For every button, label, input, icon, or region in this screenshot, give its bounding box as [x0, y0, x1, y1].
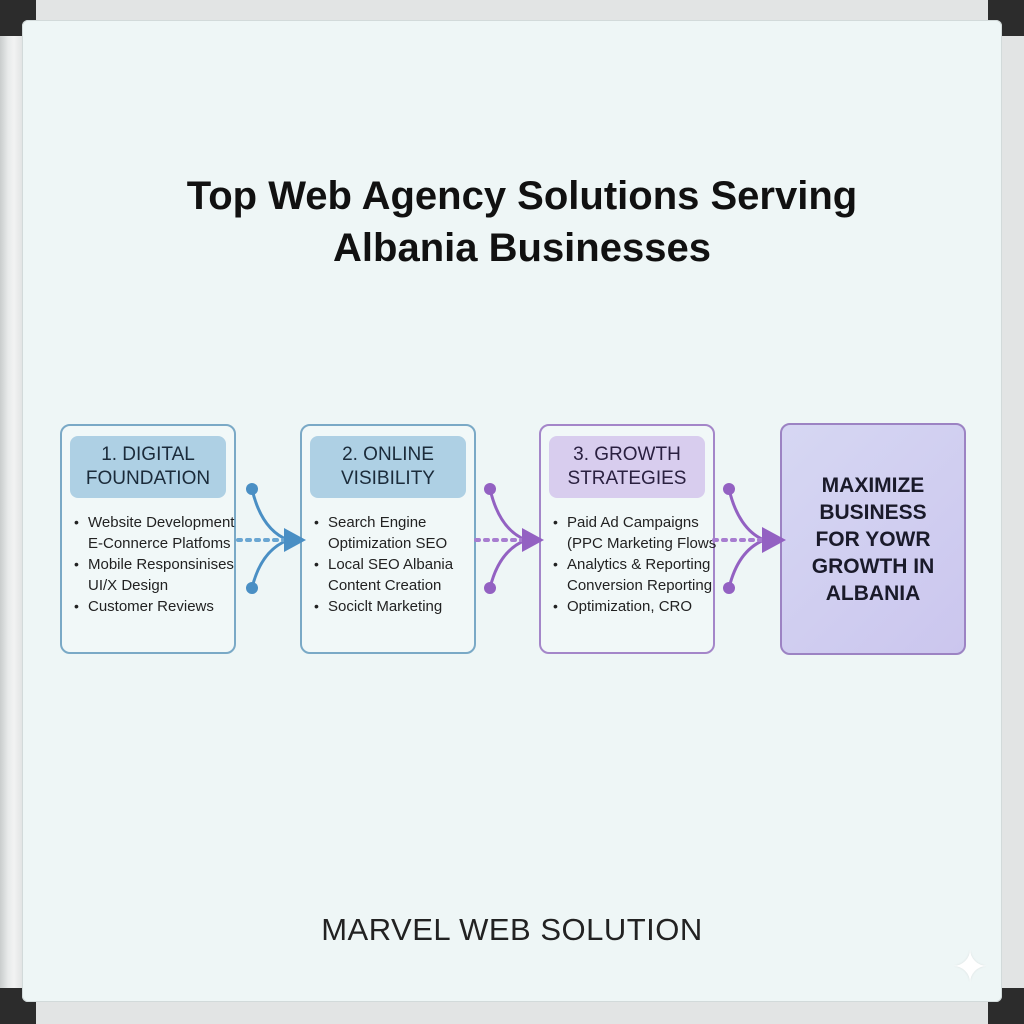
step-item: Search Engine [312, 512, 453, 533]
title-line-2: Albania Businesses [333, 226, 711, 270]
outcome-line: BUSINESS [819, 500, 927, 524]
step-item: Mobile Responsinises [72, 554, 234, 575]
step-item-list: Search Engine Optimization SEO Local SEO… [312, 512, 453, 617]
step-item: Content Creation [328, 577, 442, 594]
step-item: Sociclt Marketing [312, 596, 453, 617]
step-item-list: Website Development E-Connerce Platfoms … [72, 512, 234, 617]
step-card-growth-strategies: 3. GROWTH STRATEGIES Paid Ad Campaigns (… [539, 424, 716, 654]
step-item: Optimization, CRO [551, 596, 716, 617]
step-item: Website Development [72, 512, 234, 533]
step-heading: 2. ONLINE VISIBILITY [310, 436, 466, 498]
outcome-line: ALBANIA [825, 581, 921, 605]
step-item: UI/X Design [88, 577, 169, 594]
step-item: E-Connerce Platfoms [88, 535, 231, 552]
title-line-1: Top Web Agency Solutions Serving [186, 174, 858, 218]
outcome-line: MAXIMIZE [821, 473, 925, 497]
step-card-digital-foundation: 1. DIGITAL FOUNDATION Website Developmen… [60, 424, 236, 654]
outcome-line: FOR YOWR [815, 527, 931, 551]
step-item: Optimization SEO [328, 535, 448, 552]
step-heading-line: 3. GROWTH [573, 444, 681, 465]
step-heading: 1. DIGITAL FOUNDATION [70, 436, 226, 498]
step-card-online-visibility: 2. ONLINE VISIBILITY Search Engine Optim… [300, 424, 476, 654]
step-item: Conversion Reporting [567, 577, 713, 594]
footer-brand: MARVEL WEB SOLUTION [321, 912, 703, 947]
step-heading-line: 1. DIGITAL [101, 444, 195, 465]
outcome-line: GROWTH IN [811, 554, 935, 578]
step-heading-line: 2. ONLINE [342, 444, 434, 465]
step-item: Analytics & Reporting [551, 554, 716, 575]
outcome-box: MAXIMIZE BUSINESS FOR YOWR GROWTH IN ALB… [780, 423, 966, 655]
step-heading-line: STRATEGIES [567, 468, 687, 489]
step-item: Customer Reviews [72, 596, 234, 617]
sparkle-icon: ✦ [951, 943, 989, 992]
step-heading-line: VISIBILITY [341, 468, 435, 489]
step-item: (PPC Marketing Flows [567, 535, 717, 552]
step-item-list: Paid Ad Campaigns (PPC Marketing Flows A… [551, 512, 716, 617]
diagram-title: Top Web Agency Solutions Serving Albania… [0, 170, 1024, 274]
step-item: Paid Ad Campaigns [551, 512, 716, 533]
step-heading: 3. GROWTH STRATEGIES [549, 436, 705, 498]
step-item: Local SEO Albania [312, 554, 453, 575]
step-heading-line: FOUNDATION [85, 468, 211, 489]
